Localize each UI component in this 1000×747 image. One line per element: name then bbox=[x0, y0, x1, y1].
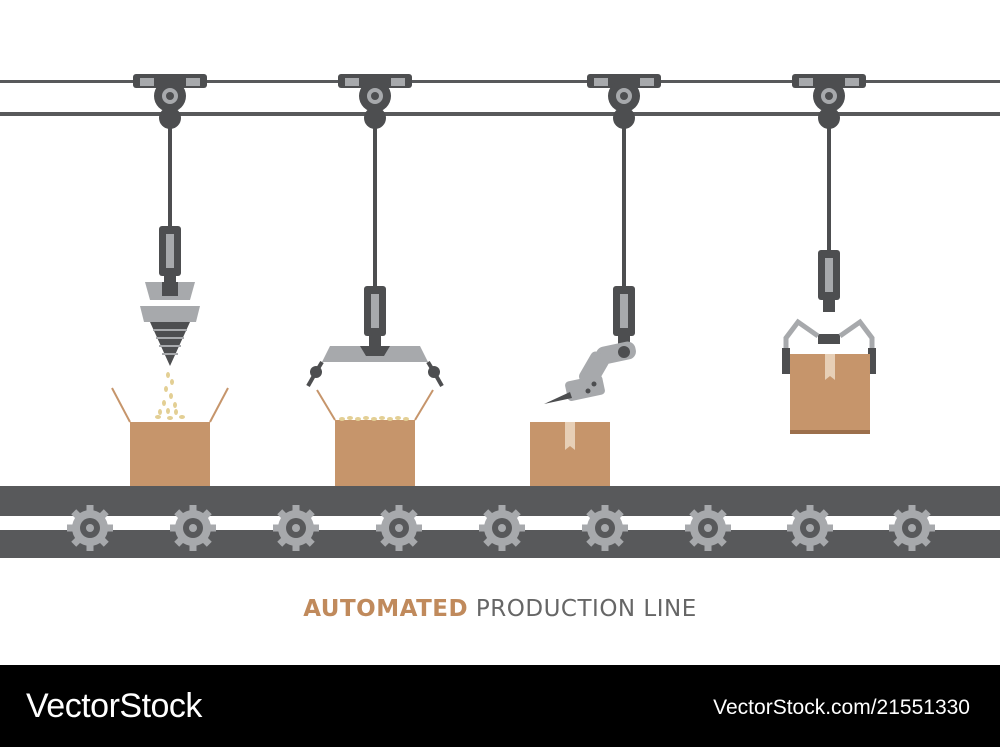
brand-logo-text: VectorStock bbox=[26, 687, 202, 725]
caption-title: AUTOMATED PRODUCTION LINE bbox=[0, 596, 1000, 622]
gear-icon bbox=[376, 505, 422, 551]
funnel-dispenser-icon bbox=[140, 282, 200, 366]
gear-icon bbox=[170, 505, 216, 551]
gear-icon bbox=[889, 505, 935, 551]
gripper-claw-icon bbox=[782, 318, 876, 374]
filler-pellets bbox=[155, 372, 185, 420]
conveyor-belt bbox=[0, 486, 1000, 558]
open-box-2-filled bbox=[316, 389, 434, 500]
gear-icon bbox=[787, 505, 833, 551]
gear-icon bbox=[479, 505, 525, 551]
gear-icon bbox=[582, 505, 628, 551]
conveyor-gears bbox=[67, 505, 935, 551]
station-2-closing bbox=[306, 74, 444, 500]
gear-icon bbox=[67, 505, 113, 551]
caption-highlight: AUTOMATED bbox=[303, 596, 469, 622]
image-id-text: VectorStock.com/21551330 bbox=[713, 696, 970, 719]
station-1-filling bbox=[111, 74, 229, 500]
gear-icon bbox=[685, 505, 731, 551]
gripper-claw-icon bbox=[306, 346, 444, 387]
production-line-scene bbox=[0, 74, 1000, 558]
watermark-footer: VectorStock VectorStock.com/21551330 bbox=[0, 665, 1000, 747]
station-4-transfer bbox=[782, 74, 876, 434]
station-3-taping bbox=[530, 74, 661, 500]
gear-icon bbox=[273, 505, 319, 551]
lifted-box bbox=[790, 354, 870, 434]
overhead-rail bbox=[0, 80, 1000, 116]
articulated-arm-icon bbox=[544, 341, 636, 404]
open-box-1 bbox=[111, 387, 229, 500]
caption-rest: PRODUCTION LINE bbox=[475, 596, 697, 622]
